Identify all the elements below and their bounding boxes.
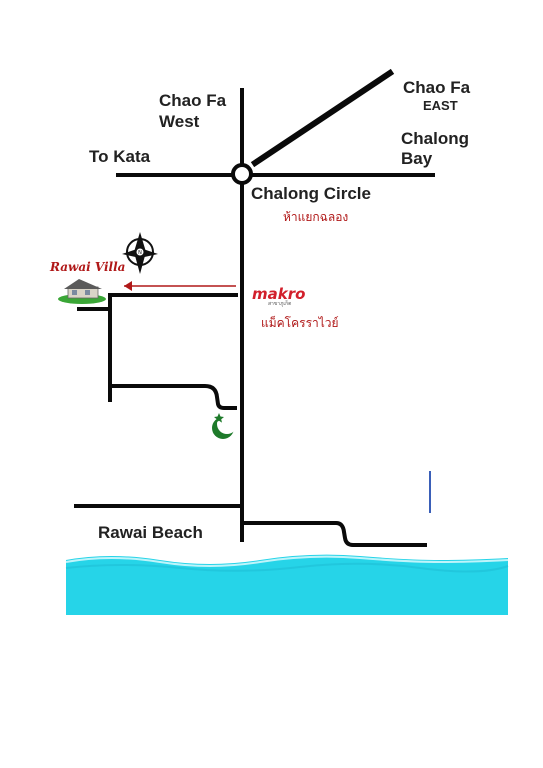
compass-icon: N xyxy=(122,232,158,274)
roads xyxy=(74,68,435,547)
label-rawai-beach: Rawai Beach xyxy=(98,523,203,542)
makro-logo-text: makro xyxy=(252,285,306,303)
label-chao-fa-west: Chao Fa West xyxy=(159,91,227,131)
label-makro-thai: แม็คโครราไวย์ xyxy=(261,316,339,330)
arrow-to-villa xyxy=(124,281,236,291)
label-to-kata: To Kata xyxy=(89,147,151,166)
svg-text:N: N xyxy=(138,250,142,256)
side-road-loop xyxy=(108,384,237,410)
label-rawai-villa: Rawai Villa xyxy=(50,260,126,274)
label-chalong-circle-thai: ห้าแยกฉลอง xyxy=(283,210,349,224)
label-chao-fa-east-suffix: EAST xyxy=(423,98,458,113)
label-chalong-circle: Chalong Circle xyxy=(251,184,371,203)
label-chalong-bay: Chalong Bay xyxy=(401,129,469,168)
chalong-circle-roundabout xyxy=(231,163,253,185)
makro-logo-subtext: สาขาภูเก็ต xyxy=(268,301,292,307)
makro-logo: makro สาขาภูเก็ต xyxy=(252,285,310,309)
sea xyxy=(65,554,509,615)
crescent-star-icon xyxy=(212,413,237,439)
beach-side-road xyxy=(240,521,427,547)
label-chao-fa-east: Chao Fa xyxy=(403,78,471,97)
house-icon xyxy=(58,279,106,304)
road-to-chao-fa-east xyxy=(250,68,395,168)
